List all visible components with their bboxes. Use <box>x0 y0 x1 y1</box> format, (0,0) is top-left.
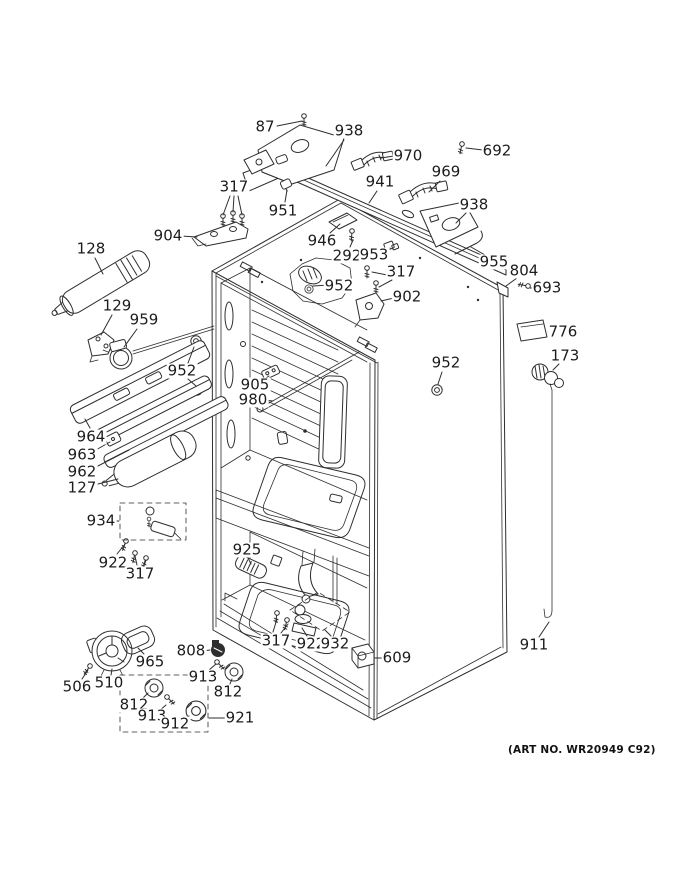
leader-line <box>470 246 486 256</box>
harness-969 <box>398 180 449 205</box>
leader-line <box>232 195 235 213</box>
leader-line <box>134 555 138 566</box>
fresh-food-interior <box>220 267 368 539</box>
water-tube-911 <box>543 383 553 618</box>
leader-line <box>93 478 119 486</box>
leader-line <box>229 678 233 685</box>
screw-692 <box>457 140 466 155</box>
cap-812 <box>224 662 244 682</box>
leader-line <box>100 314 113 336</box>
leader-line <box>187 378 197 387</box>
leader-line <box>349 239 354 248</box>
leader-line <box>280 623 289 634</box>
left-wall-vents <box>224 301 251 461</box>
leader-line <box>180 235 198 238</box>
kit-934 <box>119 502 187 541</box>
leader-line <box>324 629 332 637</box>
top-rail-assembly <box>191 113 507 276</box>
card-776 <box>516 319 548 342</box>
harness-970 <box>350 150 395 171</box>
right-side-parts <box>431 281 564 618</box>
dashed-box-932 <box>289 591 351 632</box>
left-side-parts <box>51 250 229 569</box>
leader-line <box>329 223 341 234</box>
screw-913 <box>163 693 177 707</box>
leader-line <box>140 692 149 701</box>
bracket-938-right <box>419 201 479 248</box>
freezer-interior <box>221 531 375 669</box>
rod-955 <box>454 230 483 255</box>
leader-line <box>123 328 138 348</box>
bracket-938-left <box>257 124 345 185</box>
bracket-left-small <box>243 149 275 175</box>
leader-line <box>378 279 393 288</box>
leader-line <box>552 363 560 371</box>
leader-line <box>538 621 550 638</box>
freezer-wall-bracket <box>224 592 238 602</box>
tank-127 <box>101 430 197 488</box>
water-valve-922 <box>291 594 317 637</box>
bracket-902 <box>354 292 385 328</box>
leader-line <box>505 277 518 287</box>
leader-line <box>143 559 147 567</box>
leader-line <box>237 195 243 216</box>
leader-line <box>276 120 303 127</box>
leader-line <box>284 189 288 203</box>
leader-line <box>93 449 130 469</box>
cabinet-body <box>211 198 508 721</box>
leader-line <box>201 649 211 652</box>
leader-line <box>187 346 195 364</box>
leader-line <box>208 663 217 671</box>
freezer-vent-plate <box>270 554 283 567</box>
corner-cap-804 <box>496 281 509 298</box>
bracket-904 <box>191 221 249 247</box>
leader-line <box>110 668 113 676</box>
screw-317 <box>140 554 150 569</box>
leader-line <box>455 212 467 224</box>
leader-line <box>301 627 308 637</box>
leader-line <box>437 371 443 385</box>
rail-964 <box>69 340 211 424</box>
screw-87 <box>301 113 307 127</box>
leader-line <box>94 257 104 275</box>
leader-line <box>81 669 89 680</box>
cap-912 <box>185 700 207 722</box>
gasket-965 <box>120 625 156 655</box>
screw-693 <box>517 281 532 290</box>
cap-812 <box>144 678 164 698</box>
leader-line <box>116 543 126 555</box>
leader-line <box>158 704 167 712</box>
leader-line <box>380 155 395 159</box>
screw-506 <box>81 662 94 677</box>
leader-line <box>465 147 484 151</box>
freezer-vent-grille-925 <box>235 555 267 579</box>
grommet-808 <box>211 640 225 657</box>
leader-line <box>428 180 441 193</box>
bracket-905 <box>261 364 281 380</box>
fitting-173 <box>531 363 564 388</box>
leader-line <box>84 418 91 429</box>
leader-line <box>272 618 278 633</box>
water-filter-128 <box>51 250 151 316</box>
bottom-parts <box>81 625 244 733</box>
top-face-parts <box>239 212 480 353</box>
leader-line <box>137 647 145 655</box>
drain-fitting-609 <box>351 643 375 669</box>
clip-951 <box>279 178 293 192</box>
grommet-assembly-952-top <box>289 257 353 305</box>
plate-946 <box>328 212 358 230</box>
floor-pan <box>252 456 366 539</box>
leader-line <box>325 139 345 167</box>
air-duct <box>318 375 348 469</box>
art-number: (ART NO. WR20949 C92) <box>508 744 656 756</box>
leader-line <box>247 557 252 565</box>
pump-510 <box>86 630 133 679</box>
leader-line <box>368 190 378 204</box>
leader-line <box>222 195 231 216</box>
back-wall-plate <box>276 431 289 445</box>
mid-divider <box>215 489 370 605</box>
damper-959 <box>102 325 215 370</box>
